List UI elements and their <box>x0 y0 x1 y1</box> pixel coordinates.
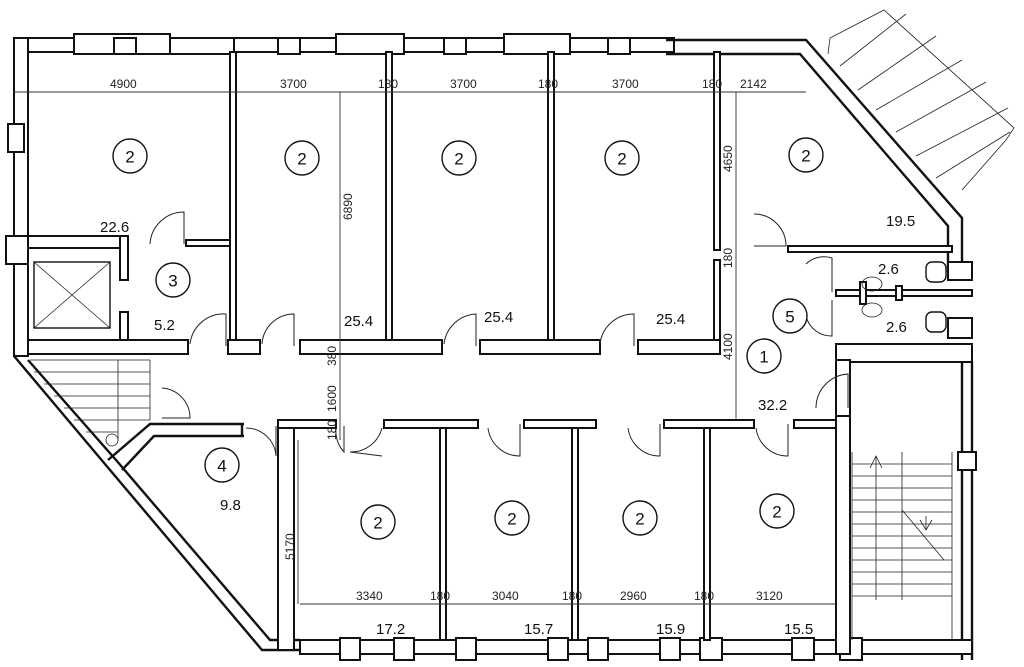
wc-fixtures <box>861 261 947 333</box>
lift-shaft <box>33 261 111 329</box>
dim-bottom-180-a: 180 <box>430 589 450 603</box>
dim-bottom-3340: 3340 <box>356 589 383 603</box>
dim-top-180-b: 180 <box>538 77 558 91</box>
room-marker: 2 <box>604 140 640 176</box>
room-marker: 1 <box>746 338 782 374</box>
dim-top-2142: 2142 <box>740 77 767 91</box>
dim-vert-4650: 4650 <box>721 145 735 172</box>
room-marker: 2 <box>284 140 320 176</box>
room-marker: 2 <box>788 137 824 173</box>
room-marker: 2 <box>494 500 530 536</box>
interior-walls <box>27 51 973 655</box>
dim-top-3700-c: 3700 <box>612 77 639 91</box>
dim-vert-4100: 4100 <box>721 333 735 360</box>
room-marker: 5 <box>772 298 808 334</box>
stairs-right <box>851 452 953 640</box>
room-marker: 2 <box>759 493 795 529</box>
dim-bottom-3040: 3040 <box>492 589 519 603</box>
room-marker: 2 <box>360 504 396 540</box>
dim-vert-380: 380 <box>325 346 339 366</box>
svg-text:1: 1 <box>759 348 768 367</box>
svg-text:2: 2 <box>617 150 626 169</box>
dimension-labels: 4900 3700 180 3700 180 3700 180 2142 334… <box>110 77 783 603</box>
room-marker: 3 <box>155 262 191 298</box>
svg-text:5: 5 <box>785 308 794 327</box>
dim-bottom-2960: 2960 <box>620 589 647 603</box>
svg-text:2: 2 <box>801 147 810 166</box>
svg-text:2: 2 <box>772 503 781 522</box>
svg-text:2: 2 <box>454 150 463 169</box>
area-label: 9.8 <box>220 497 241 514</box>
dimension-lines <box>14 91 836 605</box>
area-label: 25.4 <box>656 311 685 328</box>
area-label: 2.6 <box>886 319 907 336</box>
svg-text:2: 2 <box>635 510 644 529</box>
area-label: 2.6 <box>878 261 899 278</box>
room-marker: 2 <box>622 500 658 536</box>
dim-top-4900: 4900 <box>110 77 137 91</box>
area-label: 19.5 <box>886 213 915 230</box>
dim-vert-6890: 6890 <box>341 193 355 220</box>
area-label: 15.5 <box>784 621 813 638</box>
area-label: 5.2 <box>154 317 175 334</box>
dim-top-180-c: 180 <box>702 77 722 91</box>
room-markers: 2 2 2 2 2 3 5 1 4 2 2 2 2 <box>112 137 824 540</box>
dim-bottom-180-c: 180 <box>694 589 714 603</box>
dim-vert-180-b: 180 <box>325 420 339 440</box>
dim-bottom-180-b: 180 <box>562 589 582 603</box>
dim-top-180-a: 180 <box>378 77 398 91</box>
area-label: 17.2 <box>376 621 405 638</box>
area-label: 22.6 <box>100 219 129 236</box>
area-label: 15.7 <box>524 621 553 638</box>
area-label: 15.9 <box>656 621 685 638</box>
area-label: 32.2 <box>758 397 787 414</box>
room-marker: 4 <box>204 447 240 483</box>
dim-top-3700-a: 3700 <box>280 77 307 91</box>
svg-text:4: 4 <box>217 457 226 476</box>
svg-text:2: 2 <box>125 148 134 167</box>
svg-text:2: 2 <box>507 510 516 529</box>
stairs-left <box>30 359 151 447</box>
dim-vert-1600: 1600 <box>325 385 339 412</box>
area-label: 25.4 <box>344 313 373 330</box>
outer-walls <box>5 33 977 661</box>
dim-vert-180-a: 180 <box>721 248 735 268</box>
dim-top-3700-b: 3700 <box>450 77 477 91</box>
svg-text:2: 2 <box>373 514 382 533</box>
svg-text:2: 2 <box>297 150 306 169</box>
svg-text:3: 3 <box>168 272 177 291</box>
dim-vert-5170: 5170 <box>283 533 297 560</box>
area-label: 25.4 <box>484 309 513 326</box>
dim-bottom-3120: 3120 <box>756 589 783 603</box>
balcony <box>827 9 1015 191</box>
room-marker: 2 <box>112 138 148 174</box>
room-marker: 2 <box>441 140 477 176</box>
room-areas: 22.6 19.5 2.6 2.6 5.2 25.4 25.4 25.4 32.… <box>100 213 915 638</box>
